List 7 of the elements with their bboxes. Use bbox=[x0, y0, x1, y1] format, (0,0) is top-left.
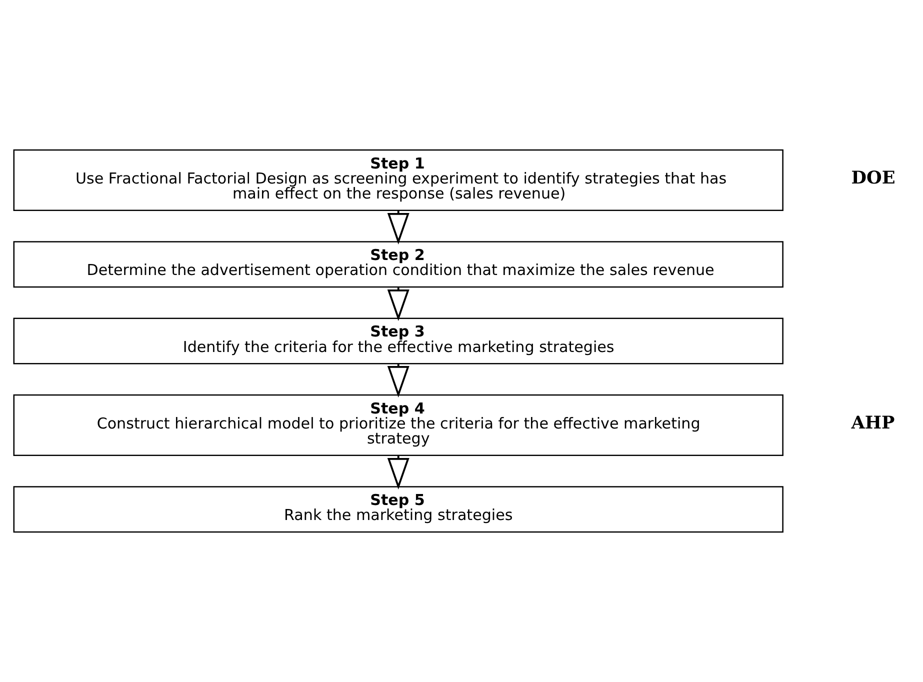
label: DOE bbox=[851, 168, 896, 189]
node-box: Step 5 Rank the marketing strategies bbox=[13, 486, 784, 533]
node-box: Step 4 Construct hierarchical model to prioritize the criteria for the effective marketing strategy bbox=[13, 394, 784, 456]
node-box: Step 2 Determine the advertisement operation condition that maximize the sales revenue bbox=[13, 241, 784, 288]
node-box: Step 1 Use Fractional Factorial Design as screening experiment to identify strategies that has main effect on the response (sales revenue) bbox=[13, 149, 784, 211]
node-box: Step 3 Identify the criteria for the effective marketing strategies bbox=[13, 318, 784, 364]
label: AHP bbox=[851, 412, 895, 434]
